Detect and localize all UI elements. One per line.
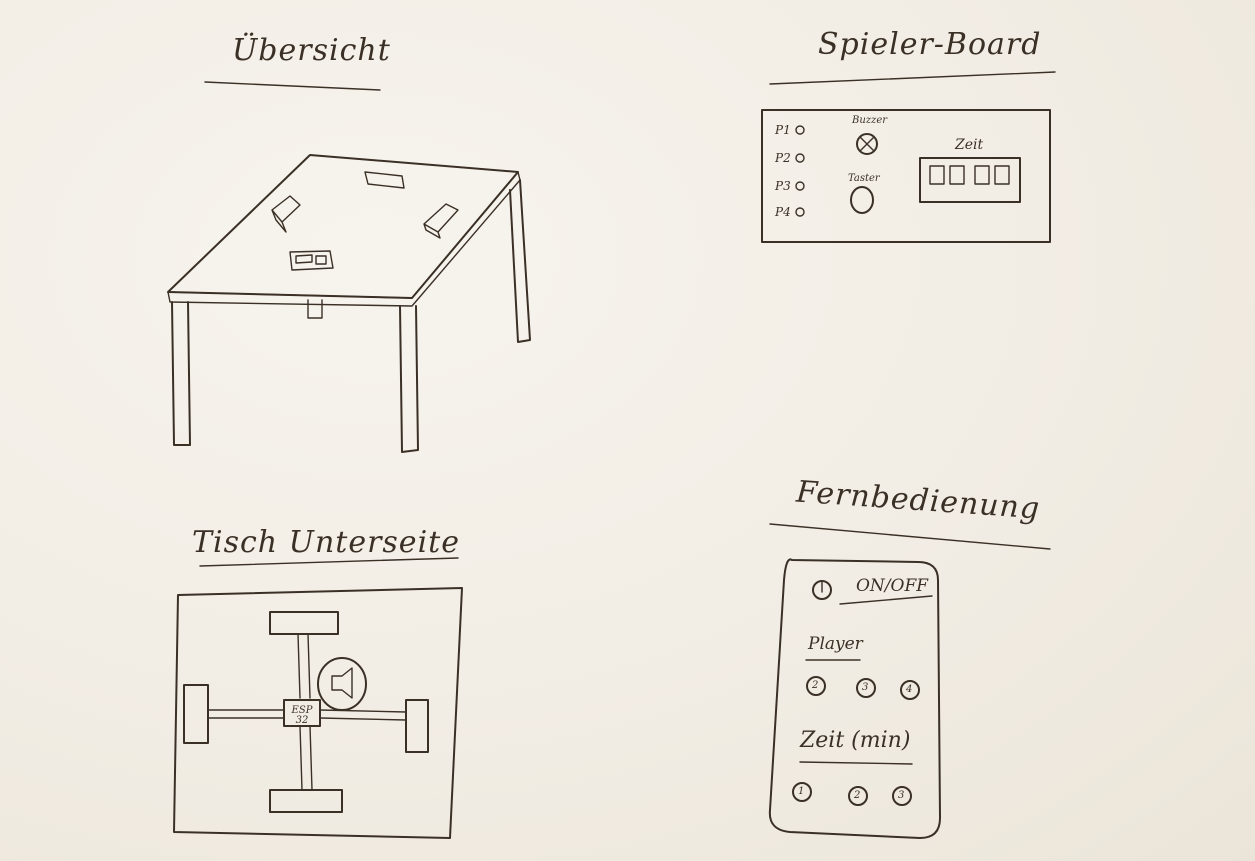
player-button-2: 2 — [812, 680, 819, 691]
player-label-3: P3 — [775, 179, 791, 193]
player-label-4: P4 — [775, 205, 791, 219]
remote-sketch — [768, 523, 1051, 839]
time-label: Zeit — [955, 137, 984, 153]
time-heading: Zeit (min) — [800, 728, 911, 753]
player-label-1: P1 — [775, 123, 791, 137]
overview-sketch — [167, 81, 531, 453]
overview-title: Übersicht — [232, 33, 391, 68]
player-board-sketch — [761, 71, 1056, 243]
table-bottom-sketch — [173, 557, 463, 839]
controller-label: ESP 32 — [291, 705, 313, 726]
buzzer-label: Buzzer — [852, 115, 888, 126]
power-label: ON/OFF — [856, 576, 929, 596]
player-label-2: P2 — [775, 151, 791, 165]
player-heading: Player — [808, 634, 863, 654]
time-button-2: 2 — [854, 790, 861, 801]
player-board-title: Spieler-Board — [818, 27, 1042, 62]
time-button-1: 1 — [798, 786, 805, 797]
time-button-3: 3 — [898, 790, 905, 801]
table-bottom-title: Tisch Unterseite — [192, 525, 460, 560]
player-button-4: 4 — [906, 684, 913, 695]
button-label: Taster — [848, 173, 880, 184]
player-button-3: 3 — [862, 682, 869, 693]
